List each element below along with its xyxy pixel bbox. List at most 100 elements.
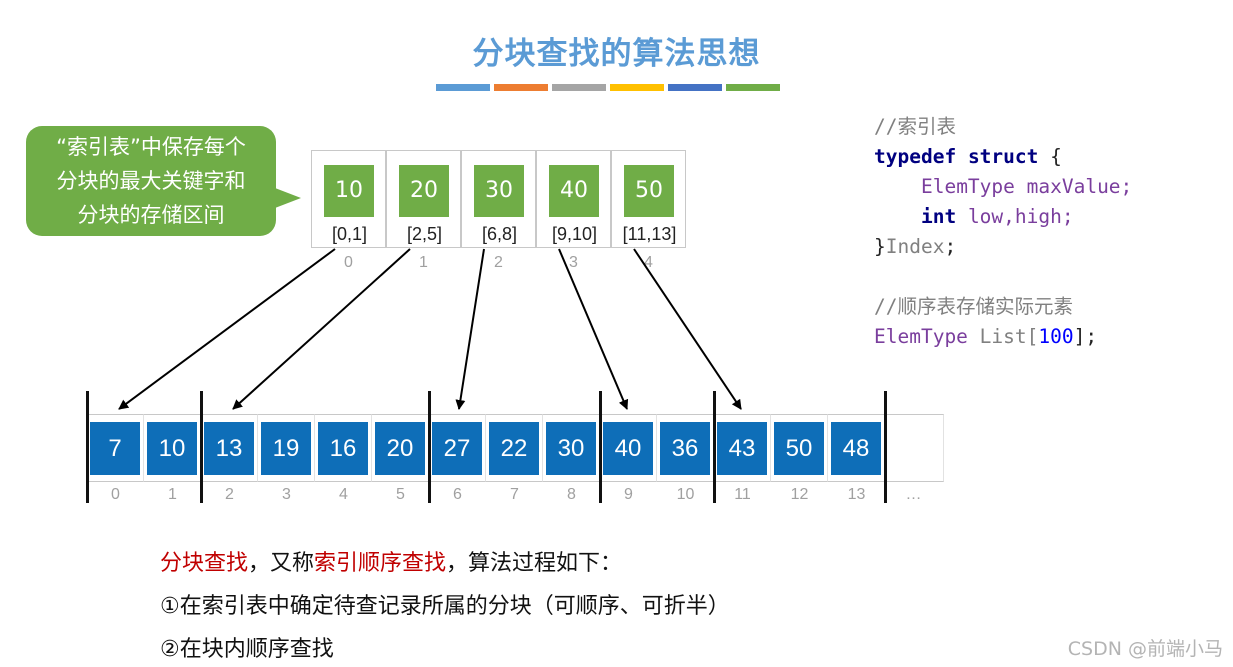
list-value: 40 [603,422,653,475]
code-type: ElemType [920,175,1015,198]
list-cell: 43 [714,414,771,482]
block-divider [599,391,602,503]
page-title: 分块查找的算法思想 [472,36,761,72]
index-table-cell: 50 [11,13] [611,150,686,248]
index-table-cell: 30 [6,8] [461,150,536,248]
list-ellipsis: … [905,486,922,503]
index-table-cell: 10 [0,1] [311,150,386,248]
index-max-key: 30 [474,165,524,217]
list-subscript: 0 [111,486,120,503]
list-cell: 19 [258,414,315,482]
code-keyword: typedef [874,145,957,168]
code-field: low,high; [956,205,1074,228]
stripe [610,84,664,91]
index-table-subscript: 2 [494,254,503,271]
description-line-1: 分块查找，又称索引顺序查找，算法过程如下： [160,545,622,577]
stripe [436,84,490,91]
description-text: ，又称 [248,551,315,576]
block-divider [884,391,887,503]
arrow-block-4 [633,248,742,410]
list-subscript: 1 [168,486,177,503]
list-subscript: 3 [282,486,291,503]
index-max-key: 20 [399,165,449,217]
list-cell: 30 [543,414,600,482]
list-value: 13 [204,422,254,475]
index-table-callout: “索引表”中保存每个 分块的最大关键字和 分块的存储区间 [26,126,276,236]
block-divider [86,391,89,503]
description-text: ，算法过程如下： [446,551,623,576]
stripe [552,84,606,91]
list-cell: 40 [600,414,657,482]
code-text: ; [944,235,957,258]
index-max-key: 50 [624,165,674,217]
code-type: ElemType [874,325,968,348]
code-comment: //索引表 [874,115,956,138]
description-step-1: ①在索引表中确定待查记录所属的分块（可顺序、可折半） [160,594,730,619]
watermark: CSDN @前端小马 [1067,638,1223,660]
list-value: 27 [432,422,482,475]
callout-line: 分块的存储区间 [77,203,225,227]
list-value: 19 [261,422,311,475]
list-cell: 13 [201,414,258,482]
index-table-subscript: 4 [644,254,653,271]
index-range: [6,8] [481,224,518,244]
list-value: 48 [831,422,881,475]
index-max-key: 40 [549,165,599,217]
stripe [726,84,780,91]
list-subscript: 8 [567,486,576,503]
list-cell: 48 [828,414,885,482]
list-cell: 20 [372,414,429,482]
index-table-subscript: 1 [419,254,428,271]
arrow-block-3 [558,248,629,410]
list-subscript: 13 [847,486,866,503]
index-table-cell: 20 [2,5] [386,150,461,248]
code-keyword: struct [967,145,1039,168]
code-text: List[ [967,325,1039,348]
callout-line: 分块的最大关键字和 [56,169,246,193]
list-subscript: 7 [510,486,519,503]
code-type-name: Index [885,235,945,258]
list-cell: 7 [87,414,144,482]
list-value: 36 [660,422,710,475]
list-cell: 16 [315,414,372,482]
code-block: //索引表 typedef struct { ElemType maxValue… [874,112,1132,352]
code-field: maxValue; [1014,175,1133,198]
list-cell: 50 [771,414,828,482]
list-value: 16 [318,422,368,475]
term-block-search: 分块查找 [160,551,249,576]
arrow-block-0 [118,248,336,410]
list-cell: 27 [429,414,486,482]
arrow-block-1 [232,248,411,410]
stripe [668,84,722,91]
list-value: 30 [546,422,596,475]
list-value: 20 [375,422,425,475]
index-table-subscript: 0 [344,254,353,271]
list-value: 43 [717,422,767,475]
list-cell: 36 [657,414,714,482]
list-subscript: 6 [453,486,462,503]
list-subscript: 11 [734,486,751,503]
code-text: ]; [1073,325,1098,348]
index-table-subscript: 3 [569,254,578,271]
title-underline-stripes [436,84,780,91]
list-subscript: 4 [339,486,348,503]
index-range: [0,1] [331,224,368,244]
index-range: [11,13] [622,224,677,244]
arrow-block-2 [455,248,485,410]
list-subscript: 5 [396,486,405,503]
block-divider [713,391,716,503]
list-cell: 10 [144,414,201,482]
list-value: 7 [90,422,140,475]
code-text: } [874,235,886,258]
block-divider [200,391,203,503]
index-max-key: 10 [324,165,374,217]
code-number: 100 [1038,325,1074,348]
list-subscript: 10 [676,486,695,503]
list-subscript: 9 [624,486,633,503]
description-step-2: ②在块内顺序查找 [160,637,334,662]
list-cell: 22 [486,414,543,482]
index-range: [9,10] [551,224,598,244]
index-range: [2,5] [406,224,443,244]
term-index-sequential: 索引顺序查找 [314,551,447,576]
